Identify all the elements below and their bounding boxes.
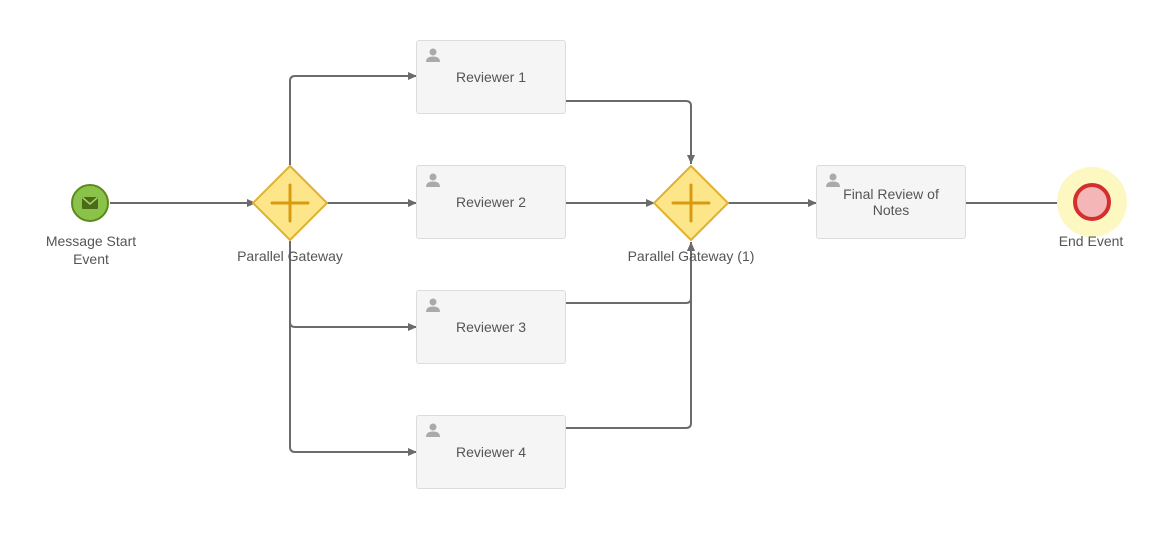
end-event[interactable] [1056,166,1128,238]
user-icon [426,48,440,62]
end-event-label: End Event [1058,233,1124,249]
task-label: Reviewer 2 [455,194,527,210]
envelope-icon [82,196,98,209]
start-event-label: Message Start Event [45,233,137,267]
gateway-split-label: Parallel Gateway [237,248,343,264]
user-icon [826,173,840,187]
task-reviewer-1[interactable]: Reviewer 1 [416,40,566,114]
plus-icon [270,183,310,223]
user-icon [426,173,440,187]
parallel-gateway-split[interactable] [251,164,329,242]
gateway-join-label: Parallel Gateway (1) [627,248,755,264]
task-reviewer-4[interactable]: Reviewer 4 [416,415,566,489]
task-label: Reviewer 1 [455,69,527,85]
message-start-event[interactable] [70,183,110,223]
task-final-review-of-notes[interactable]: Final Review of Notes [816,165,966,239]
task-label: Reviewer 3 [455,319,527,335]
task-reviewer-2[interactable]: Reviewer 2 [416,165,566,239]
user-icon [426,423,440,437]
flow-gateway-to-reviewer4[interactable] [289,241,417,456]
parallel-gateway-join[interactable] [652,164,730,242]
flow-reviewer1-to-join[interactable] [566,100,695,164]
task-label: Reviewer 4 [455,444,527,460]
flow-gateway-to-reviewer1[interactable] [289,72,417,165]
user-icon [426,298,440,312]
flow-reviewer4-to-join[interactable] [566,242,695,429]
task-label: Final Review of Notes [843,186,939,218]
task-reviewer-3[interactable]: Reviewer 3 [416,290,566,364]
plus-icon [671,183,711,223]
